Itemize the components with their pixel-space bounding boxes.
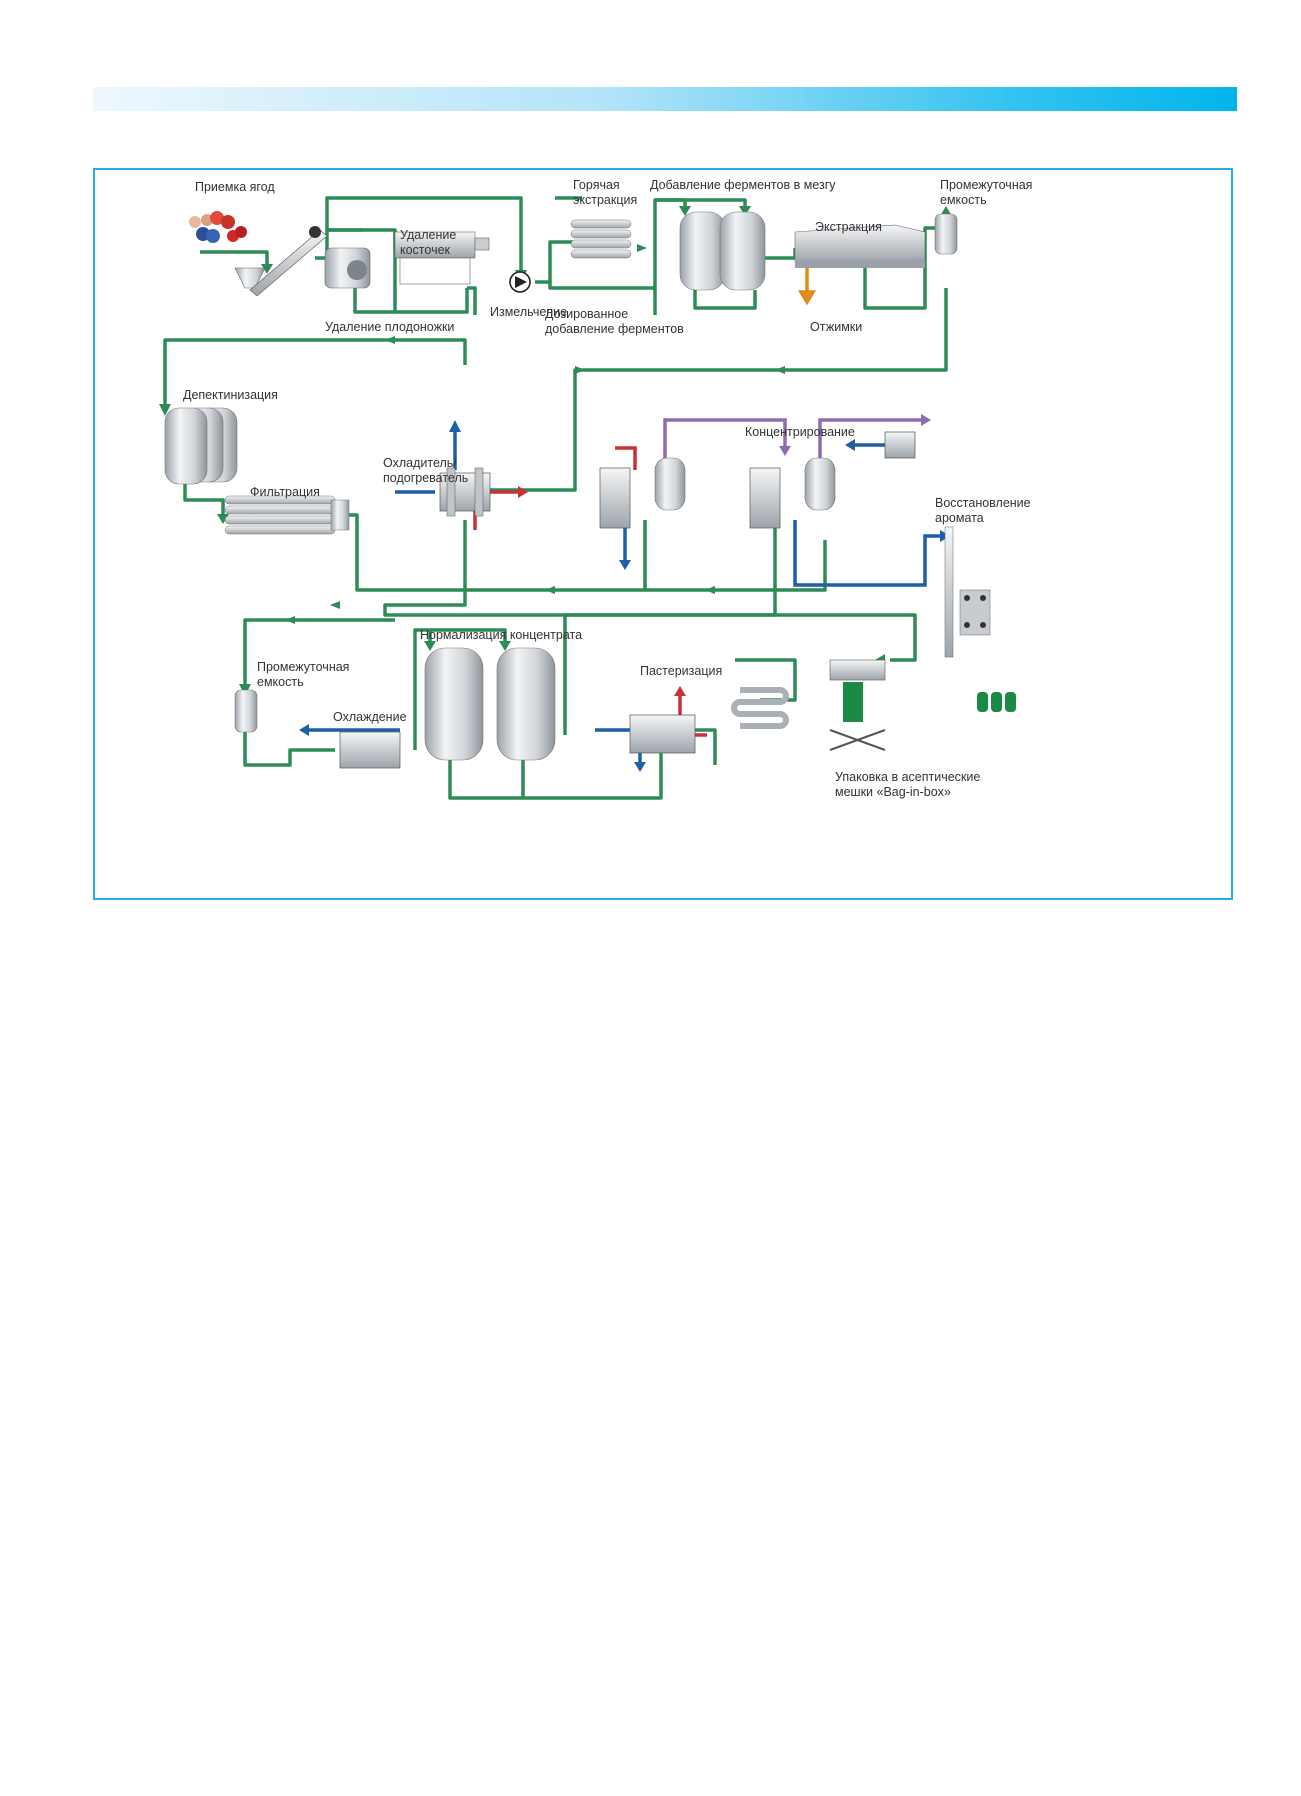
filtration-unit (224, 495, 350, 535)
aroma-recovery-column (944, 526, 991, 658)
vapor-lines (663, 418, 925, 460)
label-filtration: Фильтрация (250, 485, 320, 499)
header-gradient-bar (93, 87, 1237, 111)
label-pasteurization: Пастеризация (640, 664, 723, 678)
label-crushing: Измельчение (490, 305, 568, 319)
bag-in-box-filler (829, 659, 886, 751)
cooler-heater-exchanger (439, 467, 491, 517)
label-intermediate-tank-top: Промежуточная емкость (940, 178, 1033, 207)
label-extraction: Экстракция (815, 220, 882, 234)
hopper-conveyor (234, 226, 328, 297)
label-depectinization: Депектинизация (183, 388, 278, 402)
label-intermediate-tank-bottom: Промежуточная емкость (257, 660, 350, 689)
label-aseptic-packaging: Упаковка в асептические мешки «Bag-in-bo… (835, 770, 981, 799)
berries-illustration (189, 211, 247, 243)
label-hot-extraction: Горячая экстракция (573, 178, 638, 207)
decanter-extractor (794, 224, 926, 268)
process-diagram-frame: Приемка ягод Горячая экстракция Добавлен… (93, 168, 1233, 900)
heating-arrowheads (518, 486, 686, 696)
label-aroma-recovery: Восстановление аромата (935, 496, 1031, 525)
stem-remover (324, 247, 371, 289)
cooling-water-lines (305, 428, 945, 768)
label-stem-removal: Удаление плодоножки (325, 320, 455, 334)
label-cooler-heater: Охладитель/ подогреватель (383, 456, 469, 485)
water-arrowheads (299, 420, 950, 772)
label-berry-receiving: Приемка ягод (195, 180, 275, 194)
label-enzyme-mash: Добавление ферментов в мезгу (650, 178, 836, 192)
process-flow-diagram (159, 196, 1016, 800)
normalization-tanks (424, 647, 556, 761)
label-dosed-enzymes: Дозированное добавление ферментов (545, 307, 684, 336)
enzyme-tanks (679, 211, 766, 291)
hot-extraction-exchanger (570, 219, 632, 259)
evaporator-1 (599, 457, 686, 529)
evaporator-2 (749, 457, 836, 529)
depectinization-tanks (164, 407, 238, 485)
intermediate-tank-top (934, 213, 958, 255)
intermediate-tank-bottom (234, 689, 258, 733)
cooling-exchanger (339, 731, 401, 769)
flow-arrowheads (159, 206, 952, 696)
pasteurization-exchanger (629, 687, 789, 754)
label-pit-removal: Удаление косточек (400, 228, 457, 257)
label-pomace: Отжимки (810, 320, 863, 334)
label-concentrate-normalization: Нормализация концентрата (420, 628, 583, 642)
aroma-bottles (977, 692, 1016, 712)
condenser-exchanger (884, 431, 916, 459)
label-cooling: Охлаждение (333, 710, 407, 724)
pit-remover (394, 231, 490, 285)
crusher-pump (509, 271, 531, 293)
label-concentration: Концентрирование (745, 425, 855, 439)
